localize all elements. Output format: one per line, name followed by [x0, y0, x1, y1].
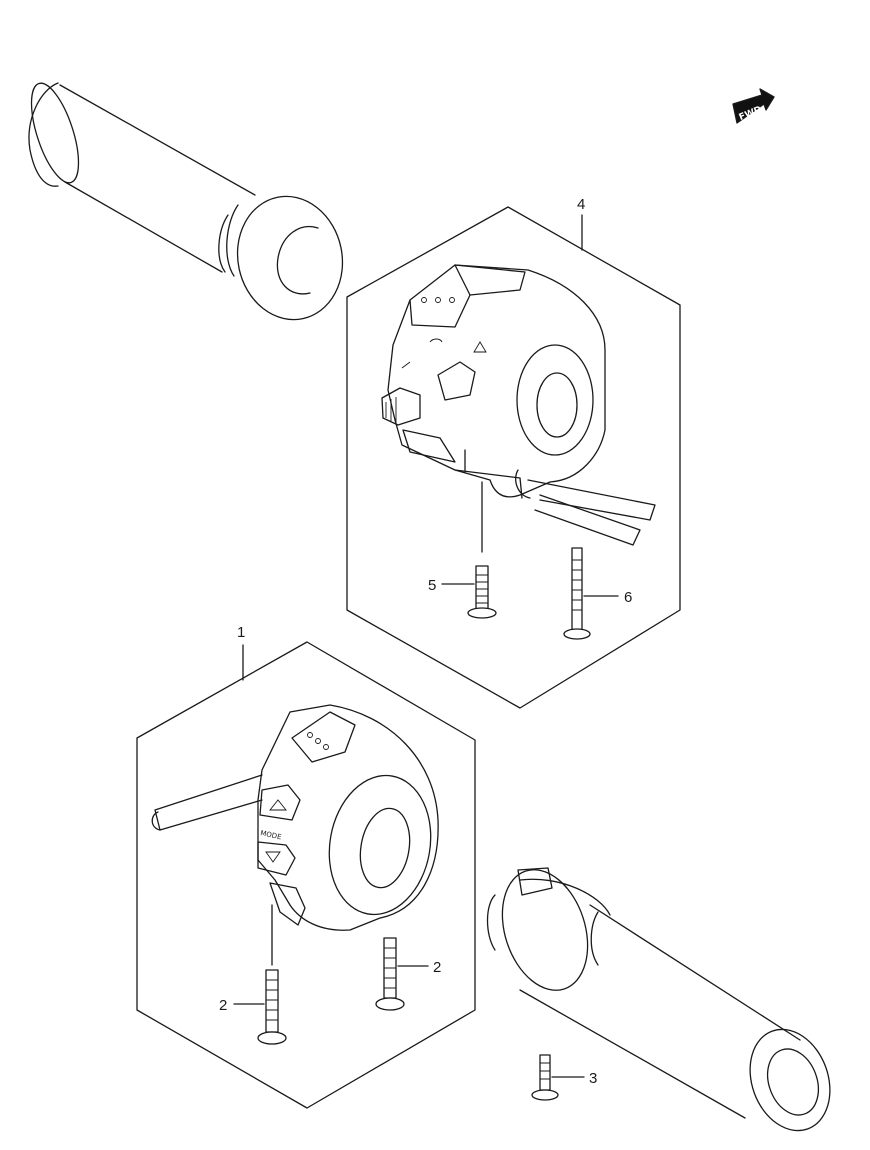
callout-item-1: 1 [237, 624, 245, 641]
callout-item-6: 6 [624, 589, 632, 606]
callout-item-2-left: 2 [219, 997, 227, 1014]
callout-item-2-right: 2 [433, 959, 441, 976]
screw-3 [531, 1054, 559, 1101]
screw-2-left [257, 969, 287, 1045]
assembly-1-boundary [136, 641, 476, 1109]
screw-6 [563, 547, 591, 640]
left-switch-housing: MODE [151, 704, 439, 931]
fwd-arrow-icon: FWD [732, 88, 775, 124]
callout-item-5: 5 [428, 577, 436, 594]
callout-item-3: 3 [589, 1070, 597, 1087]
callout-item-4: 4 [577, 196, 585, 213]
screw-2-right [375, 937, 405, 1011]
left-handlebar-grip [28, 82, 344, 321]
mode-button-label: MODE [260, 829, 283, 841]
throttle-grip [486, 867, 831, 1132]
right-switch-housing [381, 264, 656, 546]
screw-5 [467, 565, 497, 619]
assembly-4-boundary [346, 206, 681, 709]
